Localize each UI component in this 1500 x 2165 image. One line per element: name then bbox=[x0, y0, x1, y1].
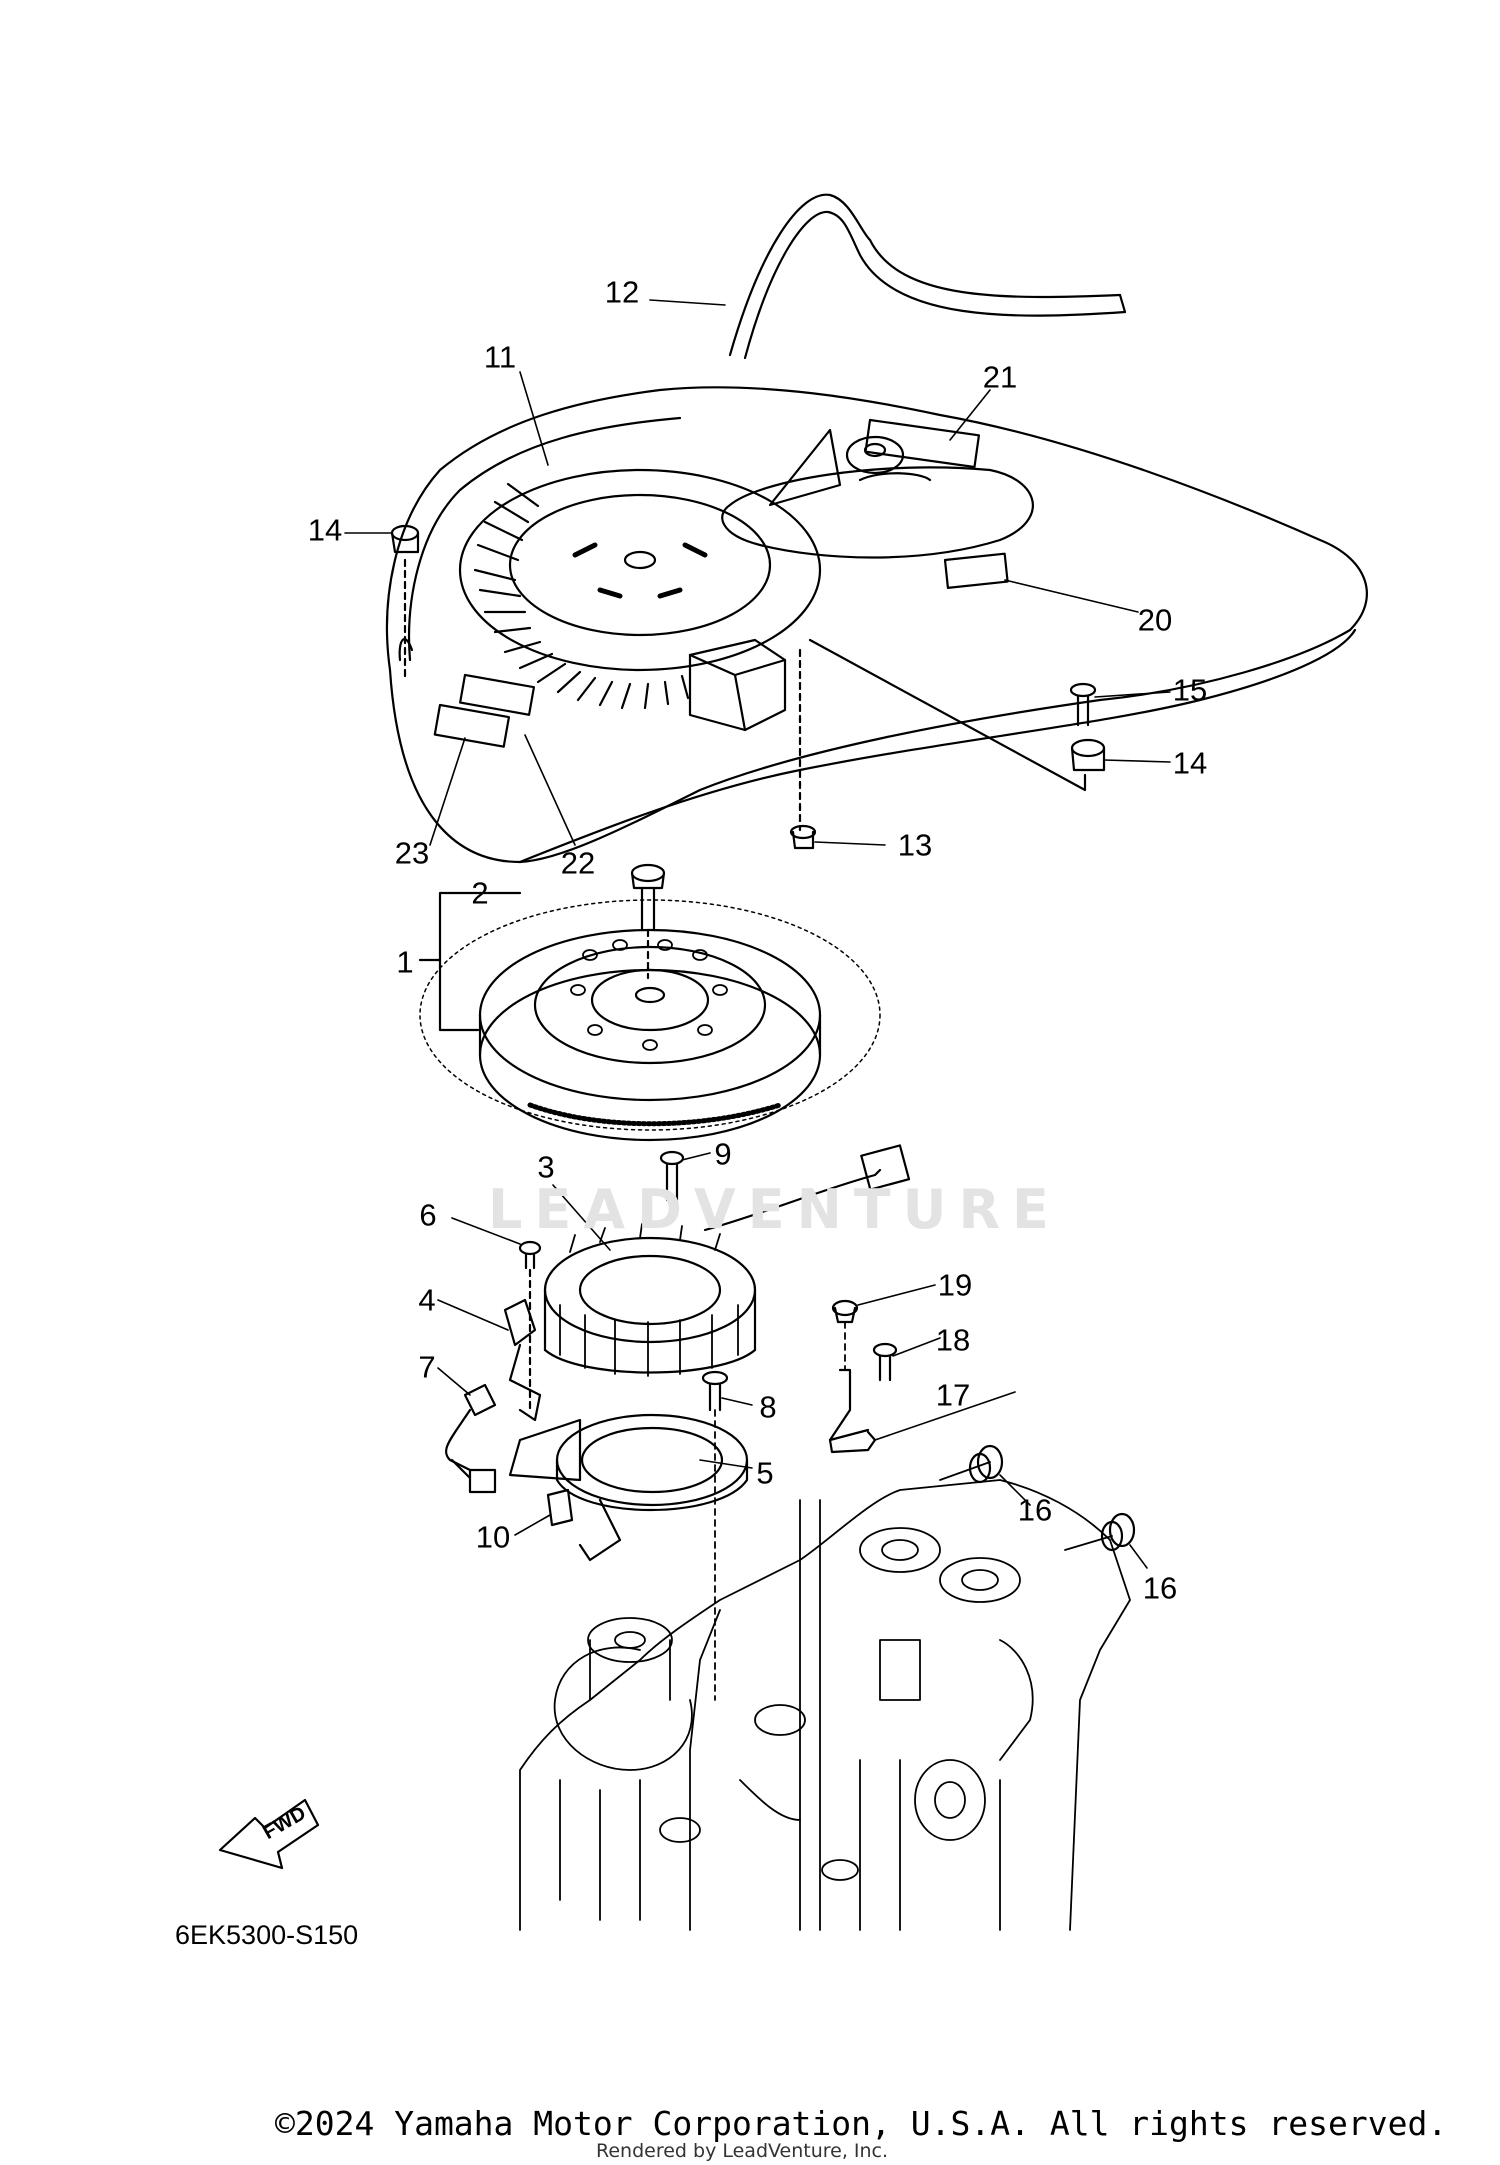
flywheel bbox=[419, 899, 881, 1142]
bushing-13 bbox=[789, 824, 817, 850]
renderer-credit: Rendered by LeadVenture, Inc. bbox=[596, 2140, 889, 2162]
bolt-8 bbox=[701, 1370, 729, 1412]
callout-16-a: 16 bbox=[1017, 1492, 1053, 1528]
sensor-10 bbox=[546, 1488, 574, 1527]
callout-8: 8 bbox=[759, 1389, 777, 1425]
diagram-code: 6EK5300-S150 bbox=[175, 1920, 359, 1950]
seal-strip bbox=[728, 193, 1127, 360]
callout-6: 6 bbox=[419, 1197, 437, 1233]
leader-lines bbox=[344, 299, 1171, 1569]
watermark-text: LEADVENTURE bbox=[488, 1178, 1061, 1241]
grommet-left bbox=[390, 524, 420, 682]
callout-3: 3 bbox=[537, 1149, 555, 1185]
engine-block bbox=[519, 1321, 1131, 1931]
bolt-18 bbox=[872, 1342, 898, 1382]
screw-9 bbox=[659, 1150, 685, 1202]
callout-18: 18 bbox=[935, 1322, 971, 1358]
stator bbox=[543, 1144, 911, 1377]
copyright-notice: ©2024 Yamaha Motor Corporation, U.S.A. A… bbox=[275, 2104, 1448, 2143]
callout-2: 2 bbox=[471, 875, 489, 911]
callout-11: 11 bbox=[483, 339, 517, 375]
grommet-16b bbox=[1100, 1512, 1136, 1552]
stator-base bbox=[508, 1413, 749, 1562]
callout-16-b: 16 bbox=[1142, 1570, 1178, 1606]
bracket-17 bbox=[828, 1368, 877, 1454]
callout-1: 1 bbox=[396, 944, 414, 980]
callout-19: 19 bbox=[937, 1267, 973, 1303]
callout-7: 7 bbox=[418, 1349, 436, 1385]
grommet-19 bbox=[831, 1299, 859, 1324]
bolt-2 bbox=[630, 863, 666, 980]
callout-14-right: 14 bbox=[1172, 745, 1208, 781]
callout-20: 20 bbox=[1137, 602, 1173, 638]
callout-21: 21 bbox=[982, 359, 1018, 395]
grommet-right bbox=[1070, 738, 1106, 772]
screw-6 bbox=[518, 1240, 542, 1412]
flywheel-cover bbox=[385, 386, 1368, 864]
callout-4: 4 bbox=[418, 1282, 436, 1318]
callout-9: 9 bbox=[714, 1136, 732, 1172]
fwd-arrow-icon bbox=[218, 1798, 320, 1870]
callout-23: 23 bbox=[394, 835, 430, 871]
callout-14-left: 14 bbox=[307, 512, 343, 548]
callout-12: 12 bbox=[604, 274, 640, 310]
clip-7 bbox=[445, 1383, 497, 1472]
callout-22: 22 bbox=[560, 845, 596, 881]
callout-17: 17 bbox=[935, 1377, 971, 1413]
callout-15: 15 bbox=[1172, 672, 1208, 708]
callout-13: 13 bbox=[897, 827, 933, 863]
connector bbox=[450, 1458, 497, 1494]
bolt-15 bbox=[1069, 682, 1097, 727]
callout-10: 10 bbox=[475, 1519, 511, 1555]
callout-5: 5 bbox=[756, 1455, 774, 1491]
pulser-coil bbox=[503, 1298, 542, 1422]
